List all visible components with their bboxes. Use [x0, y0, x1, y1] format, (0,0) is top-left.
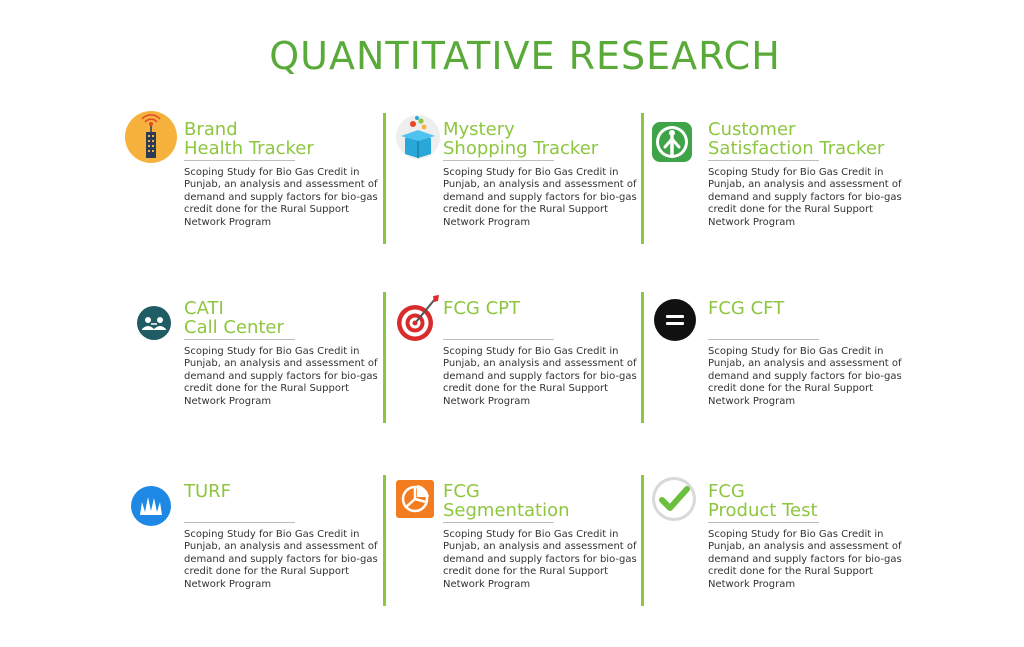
card-description: Scoping Study for Bio Gas Credit in Punj… — [443, 167, 637, 228]
checkmark-circle-icon — [651, 476, 697, 522]
gift-box-icon — [391, 110, 445, 164]
card-title-line1: Mystery — [443, 119, 515, 140]
card-title-line2: Shopping Tracker — [443, 138, 599, 159]
card-title-line2: Call Center — [184, 317, 284, 338]
card-title: FCG Product Test — [708, 482, 908, 520]
equals-circle-icon — [653, 298, 697, 342]
card-title-line2: Health Tracker — [184, 138, 314, 159]
card-title-line1: FCG — [708, 481, 745, 502]
column-divider — [641, 113, 644, 244]
column-divider — [383, 113, 386, 244]
card-turf[interactable]: TURF Scoping Study for Bio Gas Credit in… — [124, 472, 378, 602]
card-cati-call-center[interactable]: CATI Call Center Scoping Study for Bio G… — [124, 289, 378, 419]
title-underline — [708, 160, 819, 161]
card-title: FCG CPT — [443, 299, 643, 318]
card-description: Scoping Study for Bio Gas Credit in Punj… — [443, 529, 637, 590]
card-title-line2: FCG CFT — [708, 298, 785, 319]
card-title-line2: Segmentation — [443, 500, 570, 521]
title-underline — [708, 339, 819, 340]
card-title-line1: CATI — [184, 298, 224, 319]
card-mystery-shopping-tracker[interactable]: Mystery Shopping Tracker Scoping Study f… — [383, 110, 637, 240]
title-underline — [443, 339, 554, 340]
pie-segments-icon — [396, 480, 434, 518]
card-description: Scoping Study for Bio Gas Credit in Punj… — [184, 167, 378, 228]
card-title: Brand Health Tracker — [184, 120, 384, 158]
card-description: Scoping Study for Bio Gas Credit in Punj… — [184, 346, 378, 407]
card-title-line1: FCG — [443, 481, 480, 502]
card-title-line2: Satisfaction Tracker — [708, 138, 885, 159]
title-underline — [184, 339, 295, 340]
title-underline — [443, 522, 554, 523]
card-description: Scoping Study for Bio Gas Credit in Punj… — [708, 167, 902, 228]
card-fcg-segmentation[interactable]: FCG Segmentation Scoping Study for Bio G… — [383, 472, 637, 602]
column-divider — [383, 292, 386, 423]
card-customer-satisfaction-tracker[interactable]: Customer Satisfaction Tracker Scoping St… — [648, 110, 902, 240]
card-description: Scoping Study for Bio Gas Credit in Punj… — [708, 346, 902, 407]
card-title: TURF — [184, 482, 384, 501]
call-center-icon — [136, 305, 172, 341]
page-title: QUANTITATIVE RESEARCH — [269, 34, 781, 78]
card-title-line2: Product Test — [708, 500, 818, 521]
card-brand-health-tracker[interactable]: Brand Health Tracker Scoping Study for B… — [124, 110, 378, 240]
target-dart-icon — [393, 291, 447, 345]
card-fcg-cpt[interactable]: FCG CPT Scoping Study for Bio Gas Credit… — [383, 289, 637, 419]
card-title: FCG Segmentation — [443, 482, 643, 520]
building-signal-icon — [124, 110, 178, 164]
person-app-icon — [651, 121, 693, 163]
grass-circle-icon — [130, 485, 172, 527]
card-title: FCG CFT — [708, 299, 908, 318]
card-title: CATI Call Center — [184, 299, 384, 337]
card-description: Scoping Study for Bio Gas Credit in Punj… — [708, 529, 902, 590]
card-description: Scoping Study for Bio Gas Credit in Punj… — [443, 346, 637, 407]
card-title-line1: Brand — [184, 119, 238, 140]
title-underline — [184, 160, 295, 161]
title-underline — [443, 160, 554, 161]
column-divider — [641, 475, 644, 606]
card-fcg-product-test[interactable]: FCG Product Test Scoping Study for Bio G… — [648, 472, 902, 602]
title-underline — [708, 522, 819, 523]
card-description: Scoping Study for Bio Gas Credit in Punj… — [184, 529, 378, 590]
card-title-line2: TURF — [184, 481, 232, 502]
column-divider — [383, 475, 386, 606]
column-divider — [641, 292, 644, 423]
card-title: Customer Satisfaction Tracker — [708, 120, 908, 158]
card-title-line1: Customer — [708, 119, 796, 140]
card-fcg-cft[interactable]: FCG CFT Scoping Study for Bio Gas Credit… — [648, 289, 902, 419]
title-underline — [184, 522, 295, 523]
card-title-line2: FCG CPT — [443, 298, 521, 319]
card-title: Mystery Shopping Tracker — [443, 120, 643, 158]
